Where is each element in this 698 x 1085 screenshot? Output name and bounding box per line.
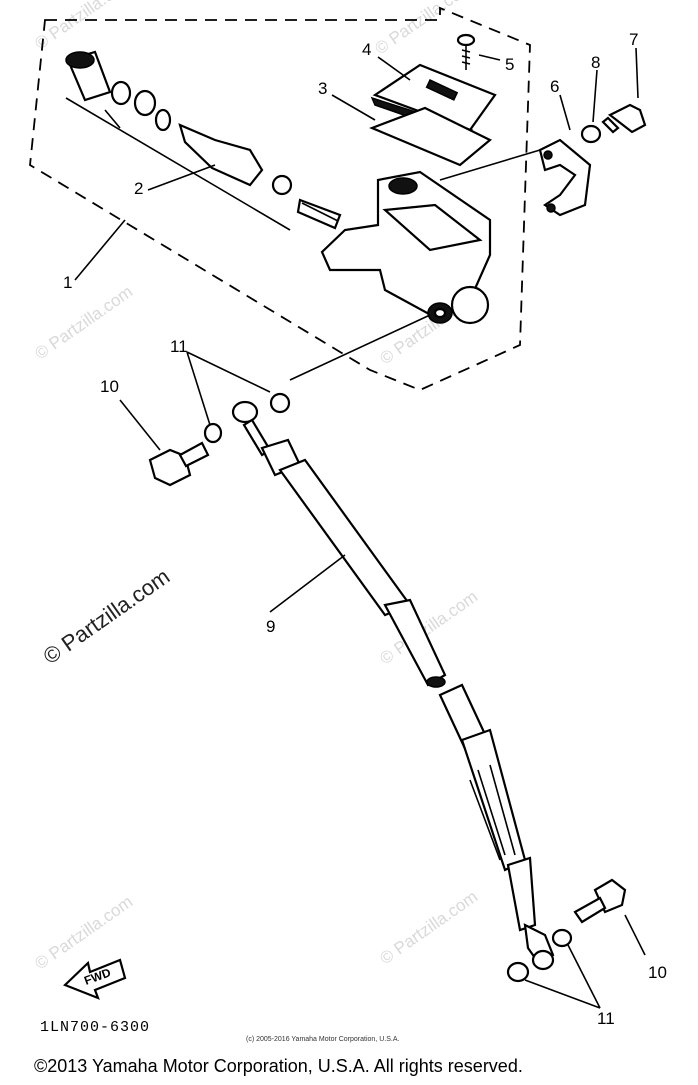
washer-11a: [203, 422, 223, 444]
small-copyright: (c) 2005-2016 Yamaha Motor Corporation, …: [246, 1036, 400, 1043]
assembly-boundary: [29, 6, 531, 391]
handlebar-clamp: [538, 138, 592, 217]
master-cylinder-body: [320, 170, 492, 325]
diagram-code: 1LN700-6300: [40, 1019, 151, 1036]
callout-10-upper: 10: [100, 377, 119, 396]
callout-1: 1: [63, 273, 72, 292]
watermark: © Partzilla.com: [39, 564, 175, 670]
callout-7: 7: [629, 30, 638, 49]
cap-screw: [456, 33, 476, 70]
brake-hose: [231, 400, 555, 971]
callout-8: 8: [591, 53, 600, 72]
washer-8: [580, 124, 602, 144]
reservoir-cap: [369, 63, 497, 167]
washer-11c: [551, 928, 573, 948]
piston-kit: [65, 50, 342, 231]
watermark: © Partzilla.com: [31, 0, 136, 53]
callout-11-upper: 11: [170, 337, 188, 356]
callout-11-lower: 11: [597, 1009, 615, 1028]
callout-9: 9: [266, 617, 275, 636]
clamp-bolt: [601, 103, 647, 134]
washer-11b: [269, 392, 291, 414]
callout-6: 6: [550, 77, 559, 96]
copyright-footer: ©2013 Yamaha Motor Corporation, U.S.A. A…: [34, 1056, 523, 1076]
watermark: © Partzilla.com: [371, 0, 476, 58]
callout-4: 4: [362, 40, 371, 59]
callout-3: 3: [318, 79, 327, 98]
upper-banjo-bolt: [148, 441, 210, 487]
watermark: © Partzilla.com: [376, 887, 481, 968]
fwd-arrow-icon: FWD: [62, 958, 127, 1000]
callout-10-lower: 10: [648, 963, 667, 982]
callout-5: 5: [505, 55, 514, 74]
lower-banjo-bolt: [573, 878, 627, 924]
callout-2: 2: [134, 179, 143, 198]
washer-11d: [506, 961, 530, 983]
watermark: © Partzilla.com: [31, 282, 136, 363]
